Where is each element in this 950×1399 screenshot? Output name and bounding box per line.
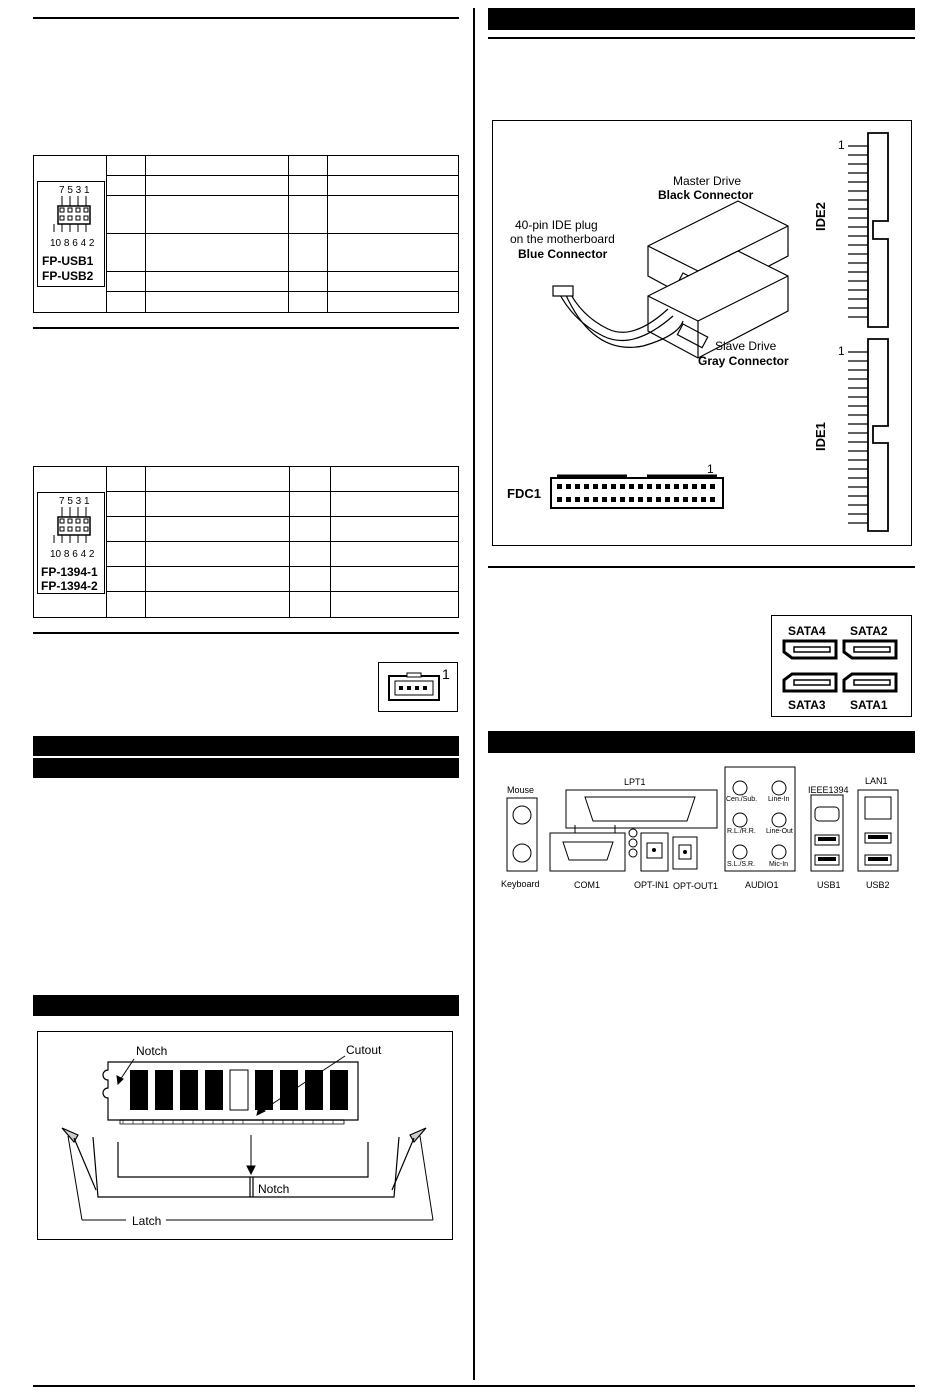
rear-panel-figure: Mouse Keyboard LPT1 COM1 OPT-IN1 OPT-OUT… [495,765,915,895]
ide1-label: IDE1 [813,422,828,451]
sata2-label: SATA2 [850,624,888,638]
usb-top-pins: 7 5 3 1 [59,185,90,196]
ide-drives-drawing [550,132,889,532]
rule-small-connector [33,632,459,634]
mouse-label: Mouse [507,785,535,795]
keyboard-label: Keyboard [501,879,540,889]
ieee1394-label: IEEE1394 [808,785,849,795]
section-bar-left-3 [33,995,459,1016]
dimm-drawing [61,1055,434,1221]
sata1-label: SATA1 [850,698,888,712]
dimm-figure: Notch Cutout Notch Latch [37,1031,453,1240]
section-bar-left-2 [33,758,459,778]
dimm-notch-top-label: Notch [136,1044,168,1058]
usb-header-name-2: FP-USB2 [42,269,94,283]
ieee-header-pins-icon [53,507,91,543]
ide2-label: IDE2 [813,202,828,231]
rule-ide [488,37,915,39]
slave-drive-label: Slave Drive [715,339,777,353]
usb-header-name-1: FP-USB1 [42,254,94,268]
usb-header-pins-icon [53,196,91,232]
audio1-label: AUDIO1 [745,880,779,890]
ide-plug-label-2: on the motherboard [510,232,615,246]
usb-bottom-pins: 10 8 6 4 2 [50,238,95,249]
usb-pin-table [33,155,459,313]
line-in-label: Line-In [768,796,790,803]
dimm-latch-label: Latch [132,1214,162,1228]
rear-panel-drawing [506,766,899,872]
usb2-label: USB2 [866,880,890,890]
ide-fdc-figure: Master Drive Black Connector 40-pin IDE … [492,120,912,546]
sata-figure: SATA4 SATA2 SATA3 SATA1 [771,615,912,717]
line-out-label: Line-Out [766,828,793,835]
cen-sub-label: Cen./Sub. [726,796,758,803]
slave-connector-label: Gray Connector [698,354,789,368]
section-bar-left-1 [33,736,459,756]
rule-sata [488,566,915,568]
ieee-top-pins: 7 5 3 1 [59,496,90,507]
dimm-cutout-label: Cutout [346,1043,382,1057]
ieee-header-name-2: FP-1394-2 [41,579,98,593]
ide-plug-label-1: 40-pin IDE plug [515,218,598,232]
sl-sr-label: S.L./S.R. [727,861,756,868]
mic-in-label: Mic-In [769,861,789,868]
page-bottom-rule [33,1385,915,1387]
small-connector-figure: 1 [378,662,458,712]
opt-in-label: OPT-IN1 [634,880,670,890]
usb-header-figure: 7 5 3 1 10 8 6 4 2 FP-USB1 FP-USB2 [37,181,105,287]
four-pin-connector-icon [388,672,440,701]
opt-out-label: OPT-OUT1 [673,881,719,891]
usb1-label: USB1 [817,880,841,890]
ieee-bottom-pins: 10 8 6 4 2 [50,549,95,560]
rl-rr-label: R.L./R.R. [727,828,756,835]
ide-plug-connector-label: Blue Connector [518,247,608,261]
ieee-header-figure: 7 5 3 1 10 8 6 4 2 FP-1394-1 FP-1394-2 [37,492,105,594]
section-bar-right-1 [488,8,915,30]
sata3-label: SATA3 [788,698,826,712]
fdc-pin1-label: 1 [707,462,714,476]
master-connector-label: Black Connector [658,188,754,202]
sata-connectors-drawing [782,639,898,693]
fdc-label: FDC1 [507,486,541,501]
ide2-pin1-label: 1 [838,138,845,152]
section-bar-right-2 [488,731,915,753]
small-connector-pin1: 1 [442,666,450,682]
rule-usb [33,17,459,19]
ide1-pin1-label: 1 [838,344,845,358]
lpt1-label: LPT1 [624,777,646,787]
column-divider [473,8,475,1380]
sata4-label: SATA4 [788,624,826,638]
ieee1394-pin-table [33,466,459,618]
dimm-notch-bottom-label: Notch [258,1182,290,1196]
master-drive-label: Master Drive [673,174,742,188]
lan1-label: LAN1 [865,776,888,786]
ieee-header-name-1: FP-1394-1 [41,565,98,579]
com1-label: COM1 [574,880,601,890]
rule-1394 [33,327,459,329]
